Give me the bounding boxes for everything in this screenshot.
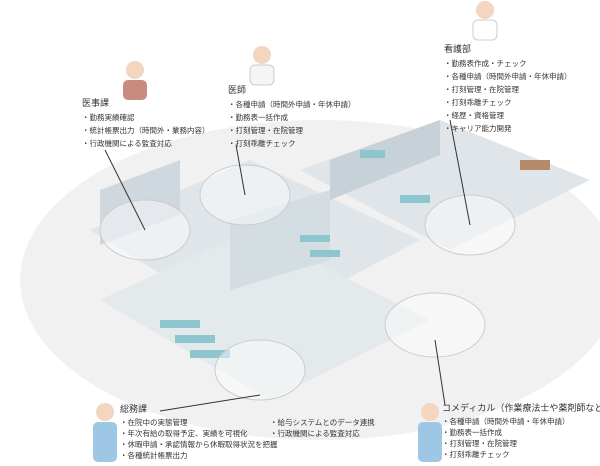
- list-item: 統計帳票出力（時間外・業務内容）: [82, 124, 210, 137]
- list-item: 勤務表作成・チェック: [444, 57, 572, 70]
- wall-3: [230, 190, 330, 290]
- list-item: 打刻管理・在院管理: [442, 438, 600, 449]
- doctors-block: 医師 各種申請（時間外申請・年休申請） 勤務表一括作成 打刻管理・在院管理 打刻…: [228, 84, 356, 150]
- wall-2: [330, 120, 440, 200]
- list-item: 打刻管理・在院管理: [444, 83, 572, 96]
- person-figures: [93, 1, 498, 462]
- list-item: 行政機関による監査対応: [270, 428, 375, 439]
- leader-lines: [104, 119, 471, 412]
- list-item: 各種申請（時間外申請・年休申請）: [442, 416, 600, 427]
- list-item: 打刻乖離チェック: [228, 137, 356, 150]
- general-affairs-title: 総務課: [120, 405, 148, 415]
- comedical-block: コメディカル（作業療法士や薬剤師など） 各種申請（時間外申請・年休申請） 勤務表…: [442, 402, 600, 460]
- list-item: 行政機関による監査対応: [82, 137, 210, 150]
- doctors-title: 医師: [228, 86, 247, 96]
- list-item: 年次有給の取得予定、実績を可視化: [120, 428, 278, 439]
- list-item: 勤務表一括作成: [442, 427, 600, 438]
- medical-affairs-title: 医事課: [82, 99, 110, 109]
- medical-affairs-block: 医事課 勤務実績確認 統計帳票出力（時間外・業務内容） 行政機関による監査対応: [82, 97, 210, 150]
- list-item: 打刻管理・在院管理: [228, 124, 356, 137]
- list-item: 各種申請（時間外申請・年休申請）: [228, 98, 356, 111]
- list-item: 勤務実績確認: [82, 111, 210, 124]
- nursing-title: 看護部: [444, 45, 472, 55]
- floor-bottom: [100, 230, 430, 400]
- list-item: 各種統計帳票出力: [120, 450, 278, 461]
- list-item: 勤務表一括作成: [228, 111, 356, 124]
- list-item: 休暇申請・承認情報から休暇取得状況を把握: [120, 439, 278, 450]
- list-item: 給与システムとのデータ連携: [270, 417, 375, 428]
- general-affairs-block: 総務課 在院中の実態管理 年次有給の取得予定、実績を可視化 休暇申請・承認情報か…: [120, 403, 278, 461]
- list-item: 経歴・資格管理: [444, 109, 572, 122]
- list-item: 打刻乖離チェック: [442, 449, 600, 460]
- wall-1: [100, 160, 180, 245]
- list-item: 各種申請（時間外申請・年休申請）: [444, 70, 572, 83]
- list-item: 在院中の実態管理: [120, 417, 278, 428]
- waiting-seats: [160, 150, 550, 358]
- list-item: キャリア能力開発: [444, 122, 572, 135]
- comedical-title: コメディカル（作業療法士や薬剤師など）: [442, 404, 600, 414]
- general-affairs-right-block: 給与システムとのデータ連携 行政機関による監査対応: [270, 417, 375, 439]
- nursing-block: 看護部 勤務表作成・チェック 各種申請（時間外申請・年休申請） 打刻管理・在院管…: [444, 43, 572, 135]
- list-item: 打刻乖離チェック: [444, 96, 572, 109]
